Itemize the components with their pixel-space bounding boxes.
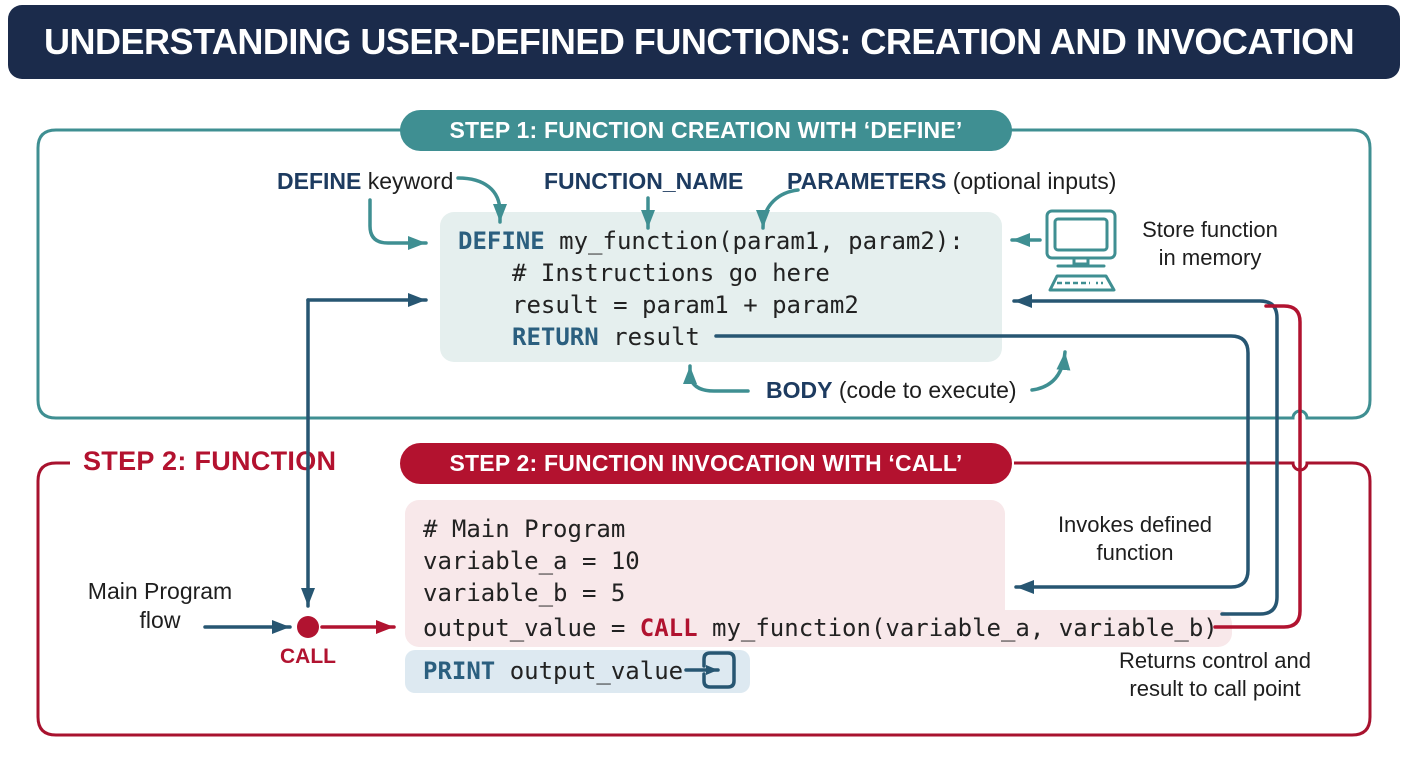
main-flow-line1: Main Program xyxy=(87,578,233,604)
body-label: BODY (code to execute) xyxy=(766,377,1017,404)
main-program-flow-label: Main Program flow xyxy=(70,577,250,635)
step1-box-border xyxy=(36,128,1372,420)
step2-box-border xyxy=(36,461,1372,737)
parameters-label: PARAMETERS (optional inputs) xyxy=(787,168,1116,195)
code-line-variable-b: variable_b = 5 xyxy=(423,579,626,607)
print-token: PRINT xyxy=(423,657,496,685)
code-line-define: DEFINE my_function(param1, param2): xyxy=(458,225,1002,257)
header-banner: UNDERSTANDING USER-DEFINED FUNCTIONS: CR… xyxy=(8,5,1400,79)
define-keyword-bold: DEFINE xyxy=(277,168,362,194)
step2-partial-label: STEP 2: FUNCTION xyxy=(83,446,337,476)
parameters-rest: (optional inputs) xyxy=(946,168,1117,194)
parameters-bold: PARAMETERS xyxy=(787,168,947,194)
invokes-line2: function xyxy=(1096,540,1174,565)
code-line-result: result = param1 + param2 xyxy=(512,291,859,319)
call-line-pre: output_value = xyxy=(423,614,640,642)
define-token: DEFINE xyxy=(458,227,545,255)
store-memory-line1: Store function xyxy=(1142,217,1278,242)
returns-line2: result to call point xyxy=(1129,676,1301,701)
step1-title-pill: STEP 1: FUNCTION CREATION WITH ‘DEFINE’ xyxy=(400,110,1012,151)
step2-title-pill: STEP 2: FUNCTION INVOCATION WITH ‘CALL’ xyxy=(400,443,1012,484)
function-name-label: FUNCTION_NAME xyxy=(544,168,744,194)
invokes-line1: Invokes defined xyxy=(1057,512,1213,537)
page-title: UNDERSTANDING USER-DEFINED FUNCTIONS: CR… xyxy=(44,21,1355,62)
returns-line1: Returns control and xyxy=(1119,648,1311,673)
code-line-comment: # Instructions go here xyxy=(512,259,830,287)
print-value: output_value xyxy=(495,657,684,685)
returns-control-label: Returns control and result to call point xyxy=(1090,647,1340,703)
code-line-variable-a: variable_a = 10 xyxy=(423,547,640,575)
define-code-block: DEFINE my_function(param1, param2): # In… xyxy=(440,212,1002,362)
define-signature: my_function(param1, param2): xyxy=(544,227,964,255)
main-program-code-block: # Main Program variable_a = 10 variable_… xyxy=(405,500,1005,612)
call-point-label: CALL xyxy=(280,645,336,668)
main-flow-line2: flow xyxy=(139,607,181,633)
call-line-rest: my_function(variable_a, variable_b) xyxy=(697,614,1218,642)
store-memory-line2: in memory xyxy=(1158,245,1262,270)
call-token: CALL xyxy=(639,614,698,642)
body-bold: BODY xyxy=(766,377,833,403)
store-memory-label: Store function in memory xyxy=(1110,216,1310,272)
return-value: result xyxy=(598,323,700,351)
body-rest: (code to execute) xyxy=(832,377,1017,403)
code-line-return: RETURN result xyxy=(512,321,1002,353)
invokes-function-label: Invokes defined function xyxy=(1040,511,1230,567)
call-code-line: output_value = CALL my_function(variable… xyxy=(405,610,1232,647)
define-keyword-label: DEFINE keyword xyxy=(277,168,453,195)
code-line-main-comment: # Main Program xyxy=(423,515,626,543)
print-code-line: PRINT output_value xyxy=(405,650,750,693)
return-token: RETURN xyxy=(512,323,599,351)
define-keyword-rest: keyword xyxy=(361,168,454,194)
